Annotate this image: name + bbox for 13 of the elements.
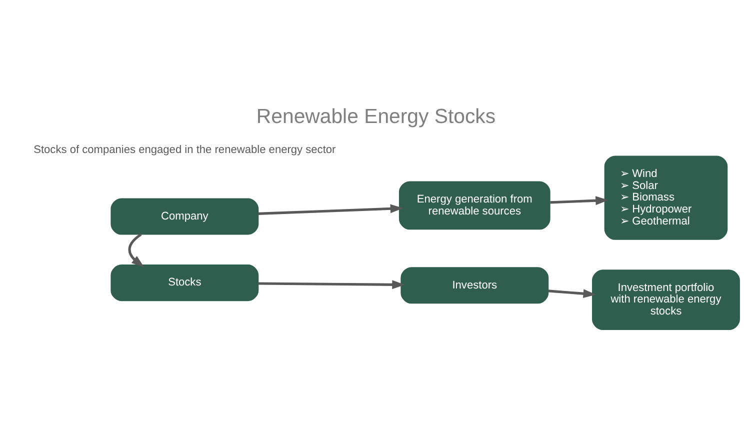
node-box: Investment portfolio with renewable energy stocks (592, 270, 740, 330)
arrow (258, 280, 405, 290)
arrow (550, 196, 608, 206)
label: Stocks of companies engaged in the renewable energy sector (34, 144, 336, 156)
node-box: Company (110, 198, 259, 235)
node-box: Energy generation from renewable sources (398, 181, 550, 230)
arrow (128, 233, 144, 268)
diagram-title: Renewable Energy Stocks (256, 106, 496, 128)
arrow (548, 289, 596, 298)
node-box: Stocks (110, 264, 259, 302)
node-box: ➢ Wind ➢ Solar ➢ Biomass ➢ Hydropower ➢ Geothermal (604, 156, 728, 240)
node-box: Investors (400, 267, 549, 304)
arrow (258, 204, 404, 215)
